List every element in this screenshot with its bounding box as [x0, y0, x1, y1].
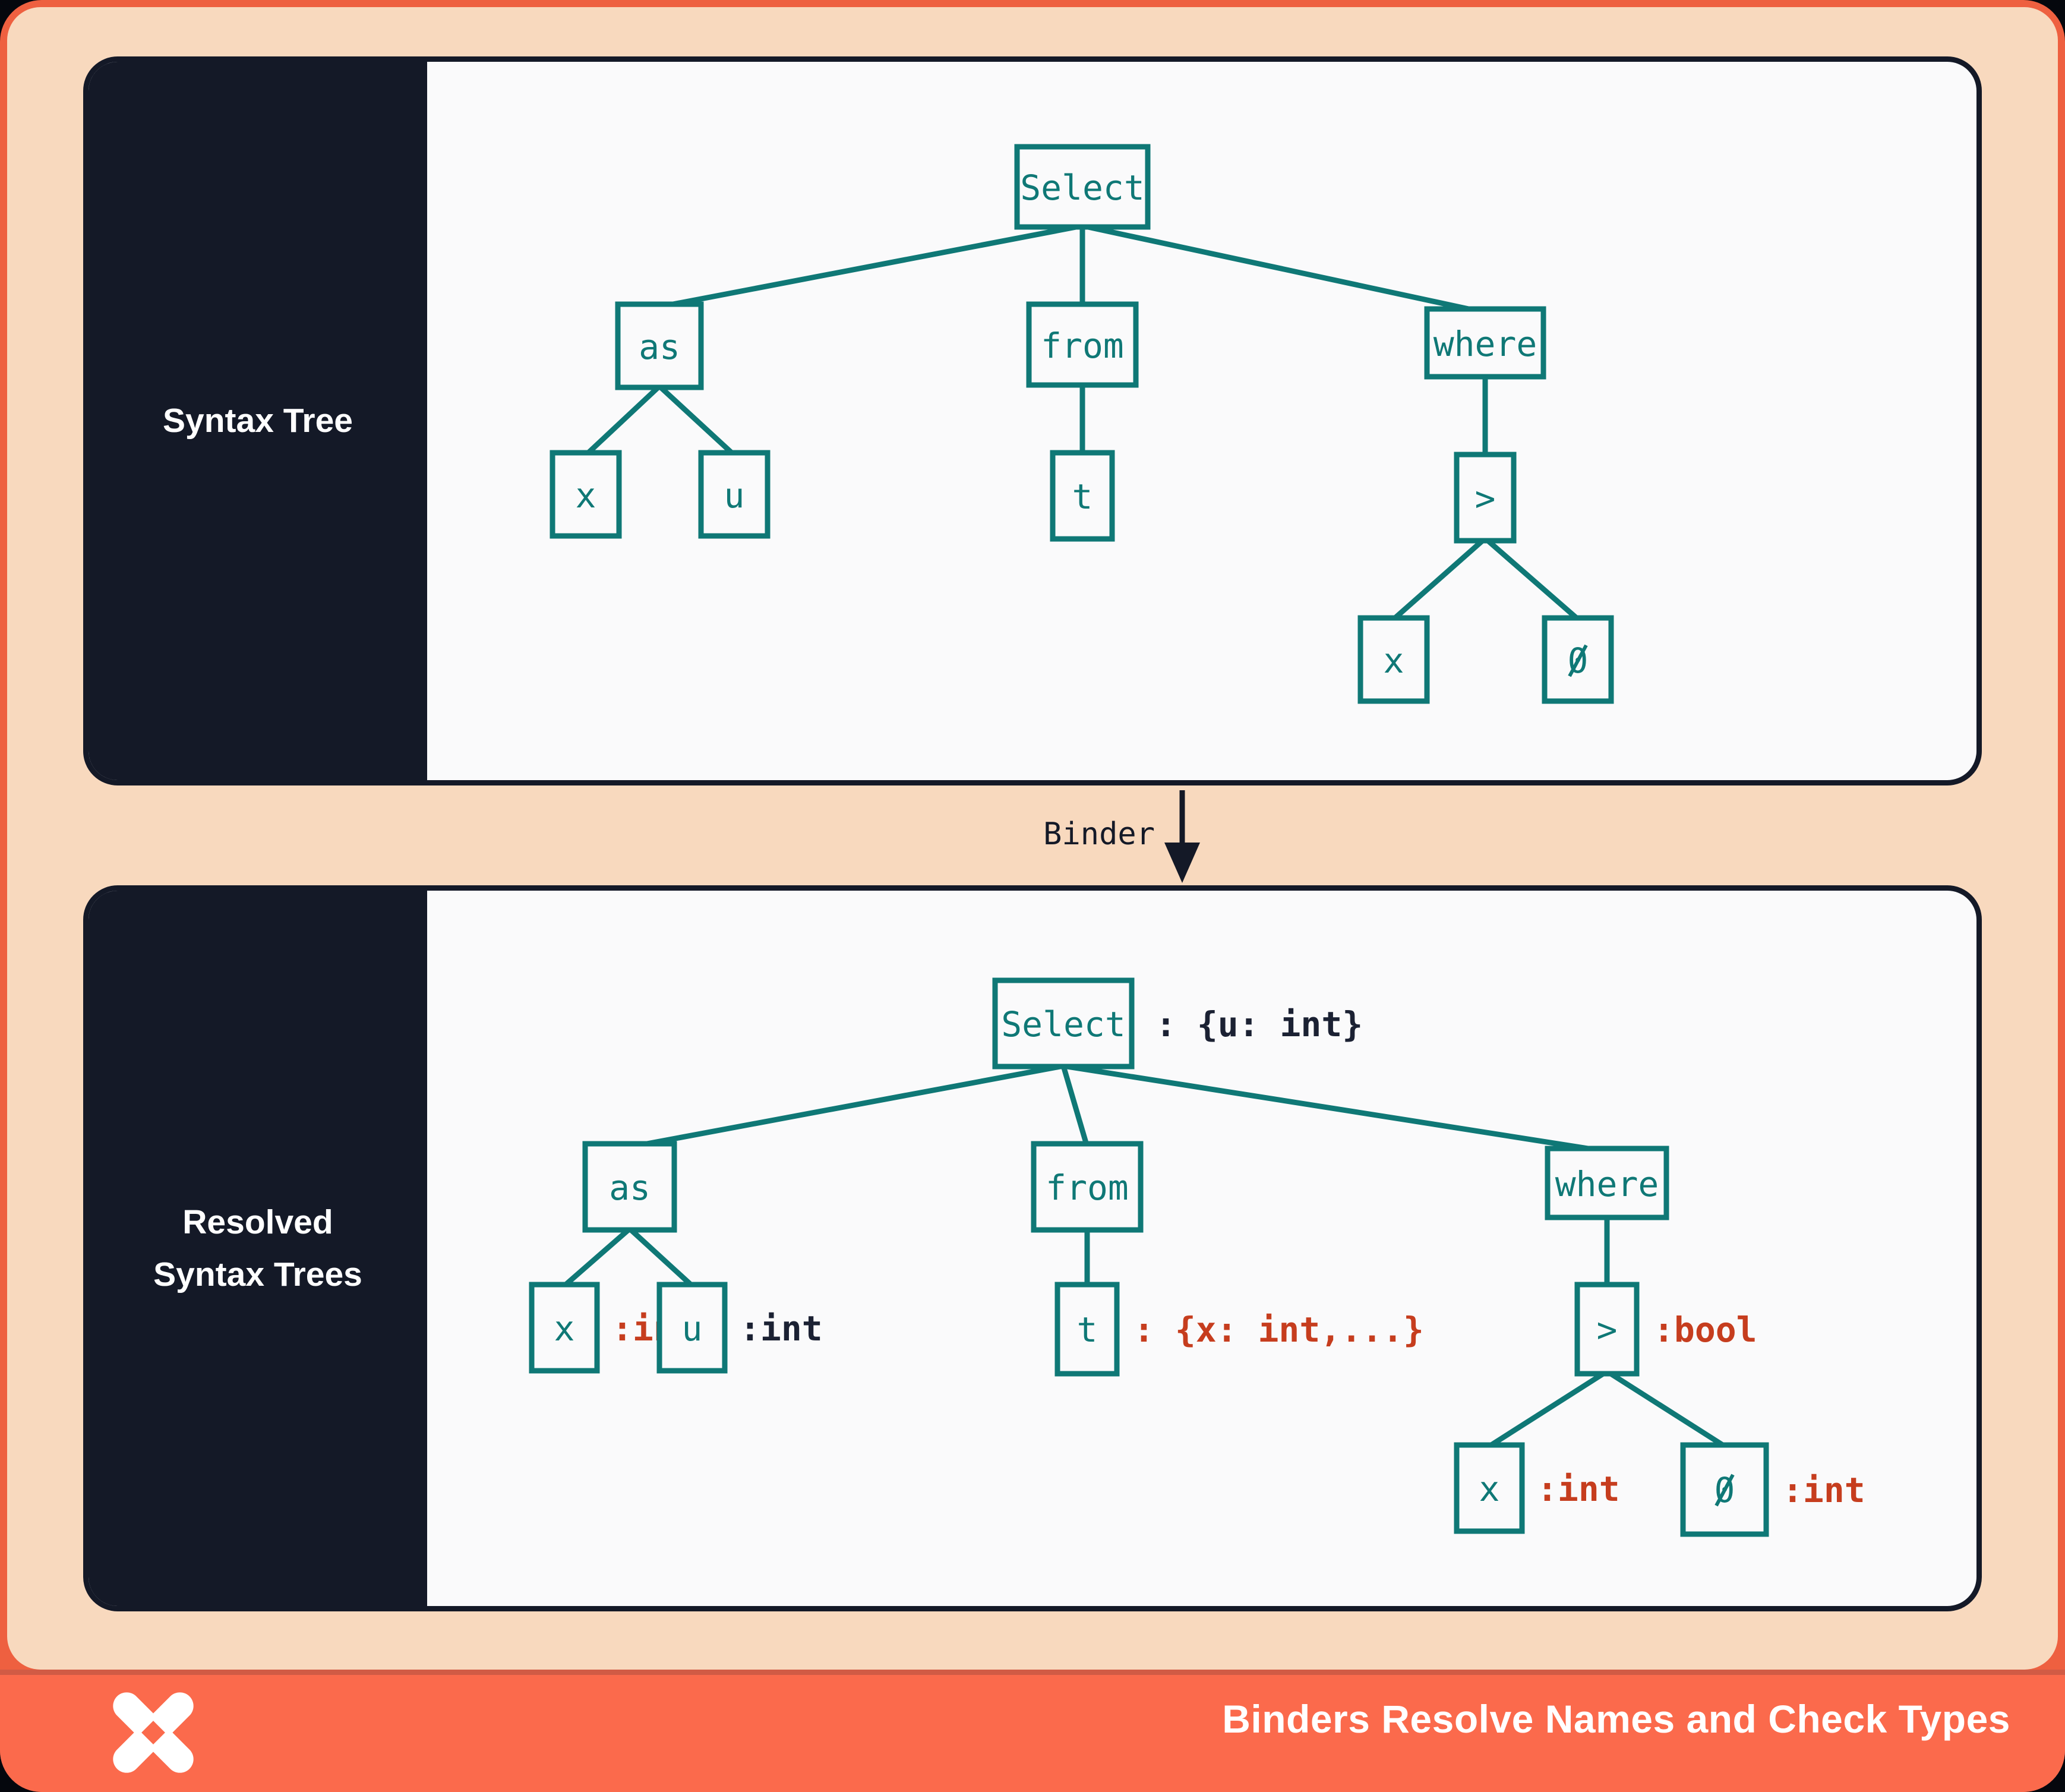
footer-top-shade	[0, 1670, 2065, 1675]
syntax-tree-sidebar: Syntax Tree	[89, 62, 427, 780]
syntax-tree-label: Syntax Tree	[162, 402, 353, 440]
resolved-label-line2: Syntax Trees	[153, 1255, 362, 1293]
footer-bar: Binders Resolve Names and Check Types	[0, 1670, 2065, 1792]
pinwheel-x-logo-icon	[113, 1692, 194, 1773]
footer-title: Binders Resolve Names and Check Types	[1222, 1696, 2010, 1741]
resolved-syntax-trees-sidebar: Resolved Syntax Trees	[89, 891, 427, 1606]
resolved-syntax-trees-panel: Resolved Syntax Trees	[83, 885, 1982, 1611]
resolved-label-line1: Resolved	[182, 1203, 333, 1241]
syntax-tree-panel: Syntax Tree	[83, 56, 1982, 785]
